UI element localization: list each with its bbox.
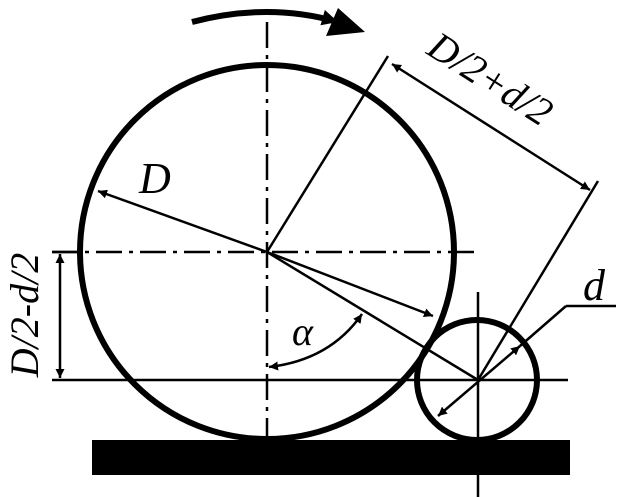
upper-dimension-line: [391, 62, 591, 192]
diameter-D-arrow: [97, 189, 268, 254]
extension-line-lower: [476, 180, 600, 381]
base-plate: [92, 440, 570, 475]
rotation-arrow-head: [326, 8, 365, 36]
diameter-d-arrow: [437, 345, 521, 417]
angle-alpha-arc: [268, 313, 364, 371]
d-leader-line: [519, 305, 567, 347]
radius-arrow: [266, 250, 434, 318]
center-lines: [52, 22, 478, 438]
label-d: d: [583, 261, 606, 310]
rotation-arrow-icon: [191, 9, 339, 26]
label-alpha: α: [292, 309, 314, 354]
extension-line-upper: [265, 55, 390, 253]
label-left-dimension: D/2-d/2: [2, 253, 47, 378]
label-D: D: [138, 154, 171, 203]
label-upper-dimension: D/2+d/2: [419, 22, 561, 135]
